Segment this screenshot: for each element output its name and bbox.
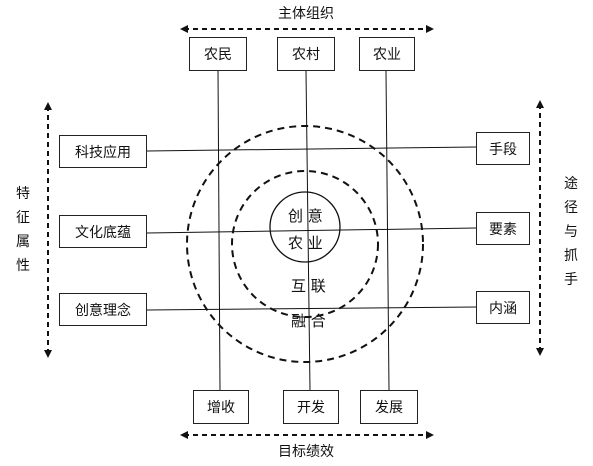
bottom-box-development: 开发 [283,390,339,424]
connector-line [146,227,477,234]
right-label: 途径与抓手 [564,176,578,288]
connector-line [217,70,221,391]
top-box-countryside: 农村 [277,37,335,71]
left-label: 特征属性 [16,186,30,274]
middle-dashed-circle [231,170,379,318]
bottom-label: 目标绩效 [278,444,334,460]
connector-line [146,306,477,311]
top-box-farmers: 农民 [189,37,247,71]
middle-ring-text: 互 联 [291,277,326,295]
center-text-creative: 创 意 [288,207,323,225]
top-label: 主体组织 [278,6,334,22]
left-box-tech: 科技应用 [59,135,147,168]
connector-line [385,70,390,391]
bottom-box-growth: 发展 [360,390,418,424]
inner-solid-circle [269,191,341,263]
outer-dashed-circle [186,125,424,363]
left-box-culture: 文化底蕴 [59,215,147,248]
right-box-connotation: 内涵 [476,291,530,324]
right-box-means: 手段 [476,132,530,165]
connector-line [146,146,477,152]
bottom-box-income: 增收 [193,390,249,424]
top-box-agriculture: 农业 [359,37,415,71]
outer-ring-text: 融 合 [291,312,326,330]
center-text-agriculture: 农 业 [288,234,323,252]
right-box-elements: 要素 [476,212,530,245]
left-box-concept: 创意理念 [59,293,147,326]
